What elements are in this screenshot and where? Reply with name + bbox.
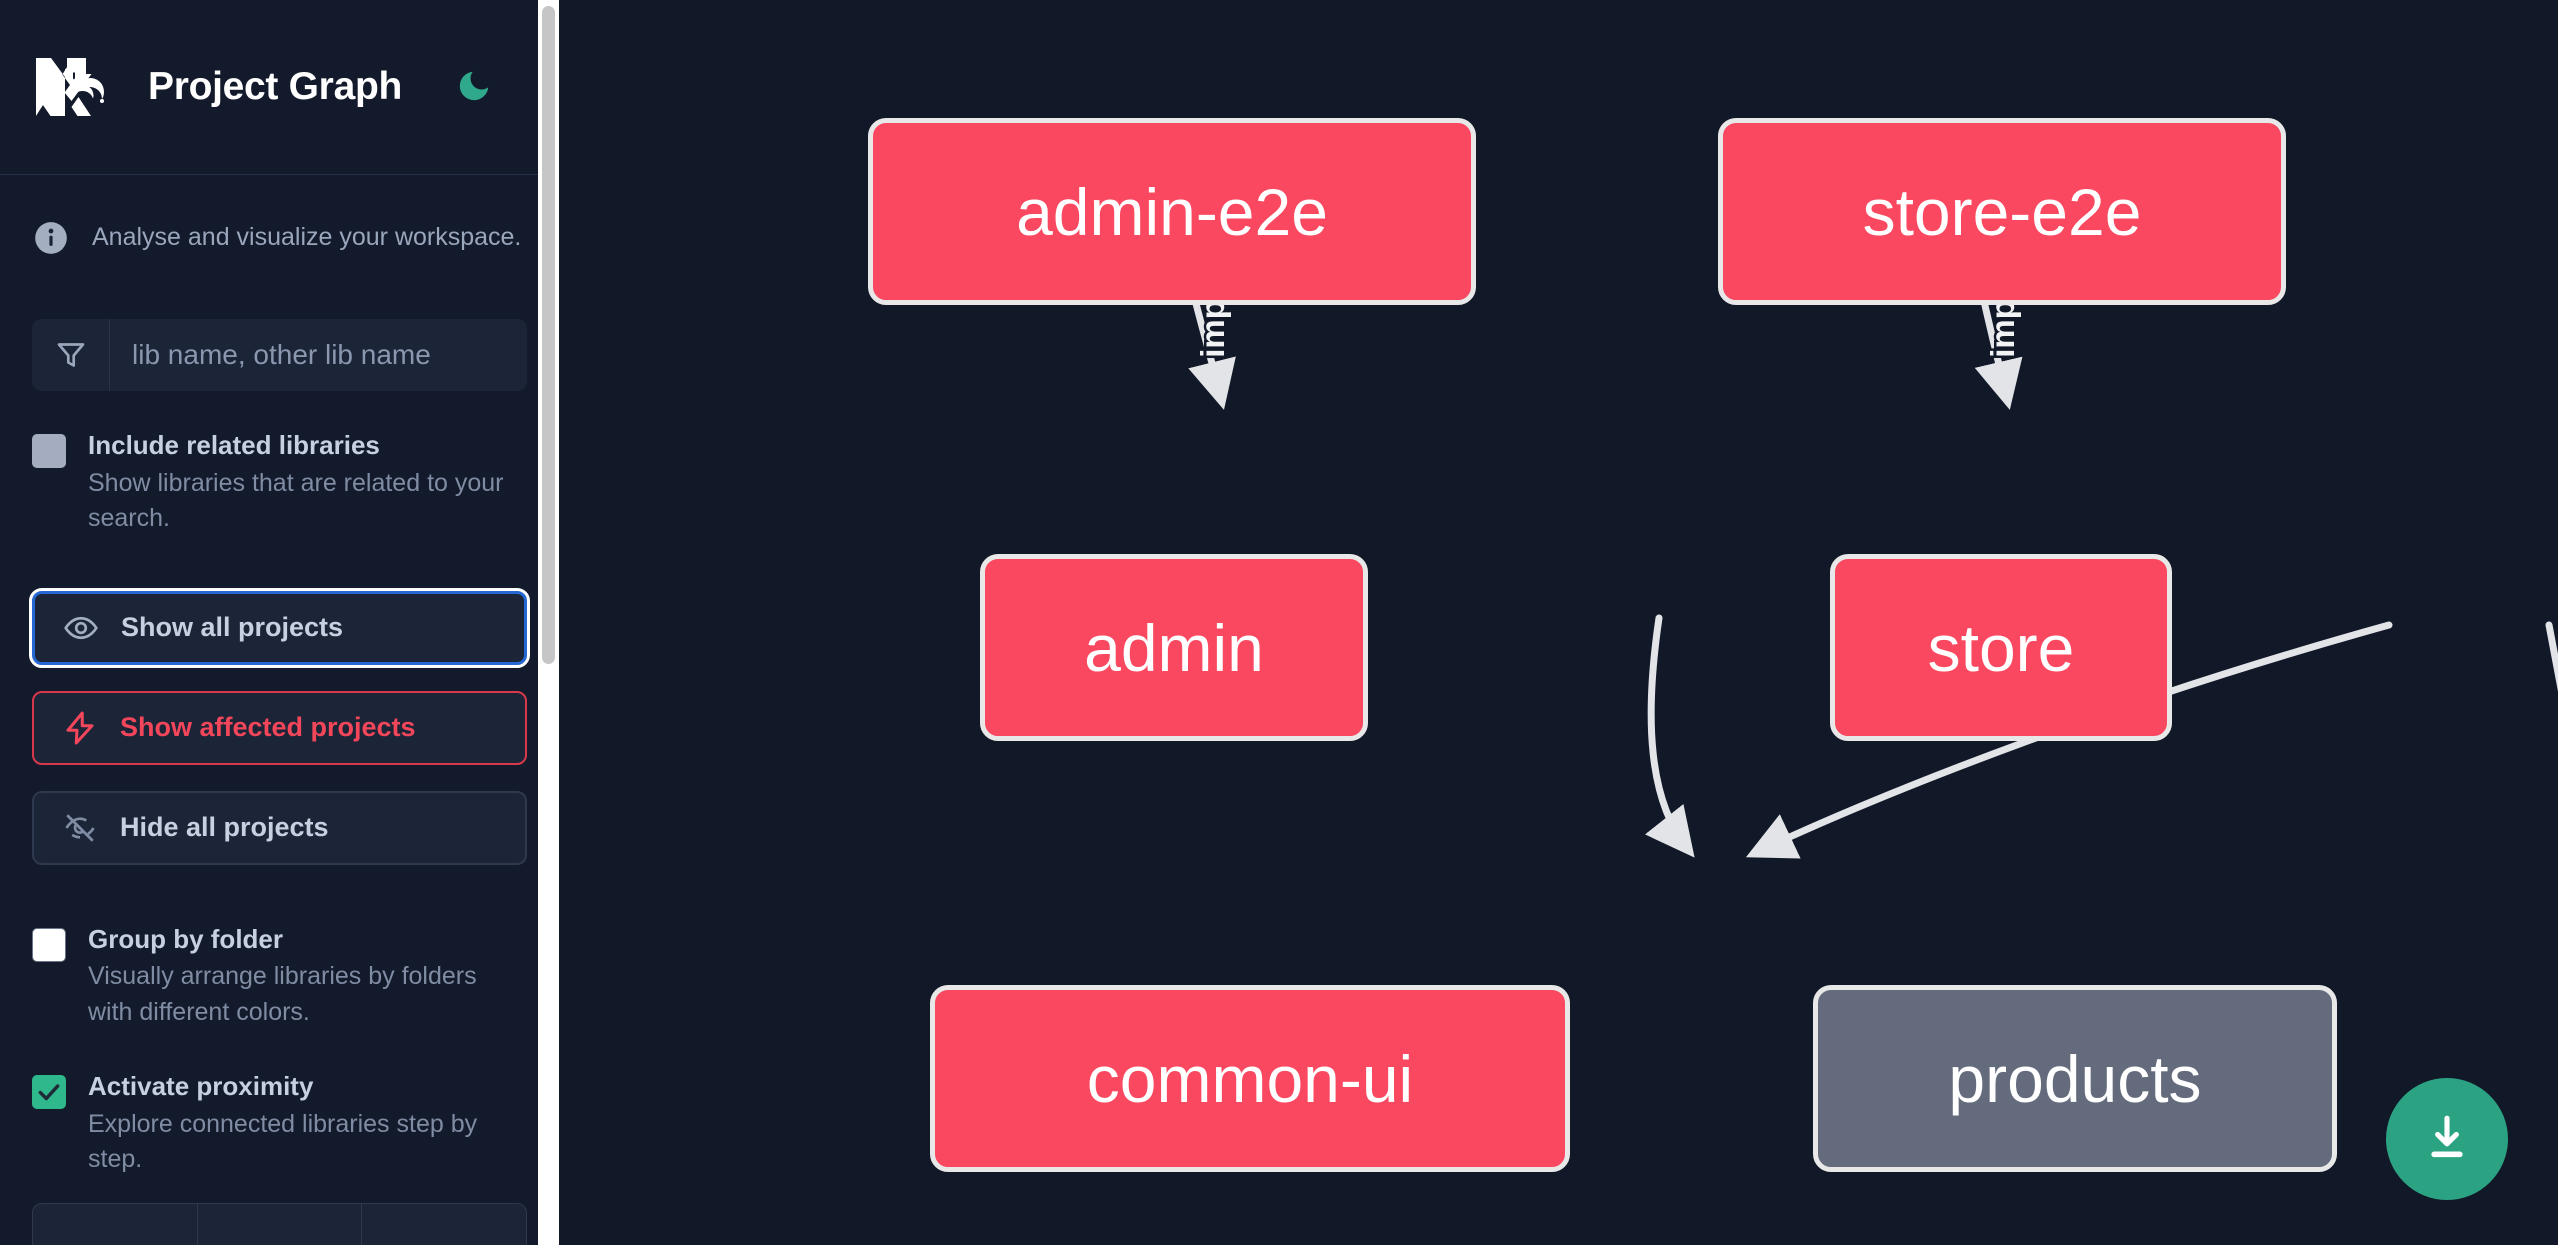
graph-node-label: store-e2e xyxy=(1862,174,2142,249)
sidebar: Project Graph Analyse and v xyxy=(0,0,559,1245)
projects-button-group: Show all projects Show affected projects xyxy=(29,587,530,865)
graph-node-label: store xyxy=(1927,610,2075,685)
sidebar-body: Analyse and visualize your workspace. In… xyxy=(0,219,559,1178)
info-icon xyxy=(32,219,70,257)
include-related-libraries-checkbox[interactable] xyxy=(32,434,66,468)
graph-node-admin-e2e[interactable]: admin-e2e xyxy=(868,118,1476,305)
proximity-step-value[interactable] xyxy=(198,1204,363,1245)
download-image-button[interactable] xyxy=(2386,1078,2508,1200)
hide-all-projects-label: Hide all projects xyxy=(120,812,329,842)
eye-off-icon xyxy=(62,810,98,846)
theme-toggle-button[interactable] xyxy=(452,65,496,109)
include-related-libraries-description: Show libraries that are related to your … xyxy=(88,468,504,533)
search-input[interactable] xyxy=(110,319,527,391)
nx-logo-icon xyxy=(34,56,122,118)
show-all-projects-button[interactable]: Show all projects xyxy=(29,587,530,668)
moon-icon xyxy=(455,67,493,108)
graph-node-label: common-ui xyxy=(1086,1041,1414,1116)
edge-store-to-common-ui xyxy=(1745,621,2393,859)
workspace-note-text: Analyse and visualize your workspace. xyxy=(92,223,522,252)
activate-proximity-checkbox[interactable] xyxy=(32,1075,66,1109)
activate-proximity-description: Explore connected libraries step by step… xyxy=(88,1109,478,1174)
proximity-step-increase[interactable] xyxy=(362,1204,526,1245)
checkbox-row-group-by-folder[interactable]: Group by folder Visually arrange librari… xyxy=(32,923,527,1031)
lightning-icon xyxy=(62,710,98,746)
sidebar-scrollbar-thumb[interactable] xyxy=(542,6,555,664)
download-icon xyxy=(2419,1110,2475,1169)
graph-canvas[interactable]: implicit implicit admin-e2e store-e2e ad… xyxy=(559,0,2558,1245)
include-related-libraries-label: Include related libraries xyxy=(88,430,380,460)
sidebar-header: Project Graph xyxy=(0,0,559,175)
show-affected-projects-button[interactable]: Show affected projects xyxy=(32,690,527,765)
check-icon xyxy=(38,1084,60,1101)
activate-proximity-label: Activate proximity xyxy=(88,1071,314,1101)
checkbox-row-activate-proximity[interactable]: Activate proximity Explore connected lib… xyxy=(32,1070,527,1178)
hide-all-projects-button[interactable]: Hide all projects xyxy=(32,790,527,865)
graph-node-common-ui[interactable]: common-ui xyxy=(930,985,1570,1172)
graph-node-products[interactable]: products xyxy=(1813,985,2337,1172)
checkbox-row-include-related-libraries[interactable]: Include related libraries Show libraries… xyxy=(32,429,527,537)
group-by-folder-checkbox[interactable] xyxy=(32,927,66,962)
show-all-projects-label: Show all projects xyxy=(121,612,344,642)
search-box[interactable] xyxy=(32,319,527,391)
edge-admin-to-common-ui xyxy=(1644,614,1695,858)
show-affected-projects-label: Show affected projects xyxy=(120,712,416,742)
proximity-step-decrease[interactable] xyxy=(33,1204,198,1245)
graph-node-label: admin-e2e xyxy=(1016,174,1328,249)
edge-store-to-products xyxy=(2545,621,2558,692)
graph-node-store-e2e[interactable]: store-e2e xyxy=(1718,118,2286,305)
workspace-note: Analyse and visualize your workspace. xyxy=(32,219,527,257)
sidebar-scrollbar[interactable] xyxy=(538,0,559,1245)
proximity-stepper-control[interactable] xyxy=(32,1203,527,1245)
graph-node-admin[interactable]: admin xyxy=(980,554,1368,741)
graph-node-label: admin xyxy=(1084,610,1264,685)
group-by-folder-description: Visually arrange libraries by folders wi… xyxy=(88,962,477,1026)
group-by-folder-label: Group by folder xyxy=(88,923,283,954)
page-title: Project Graph xyxy=(148,65,402,108)
eye-icon xyxy=(63,610,99,646)
graph-node-store[interactable]: store xyxy=(1830,554,2172,741)
filter-icon xyxy=(32,319,110,391)
graph-node-label: products xyxy=(1948,1041,2202,1116)
